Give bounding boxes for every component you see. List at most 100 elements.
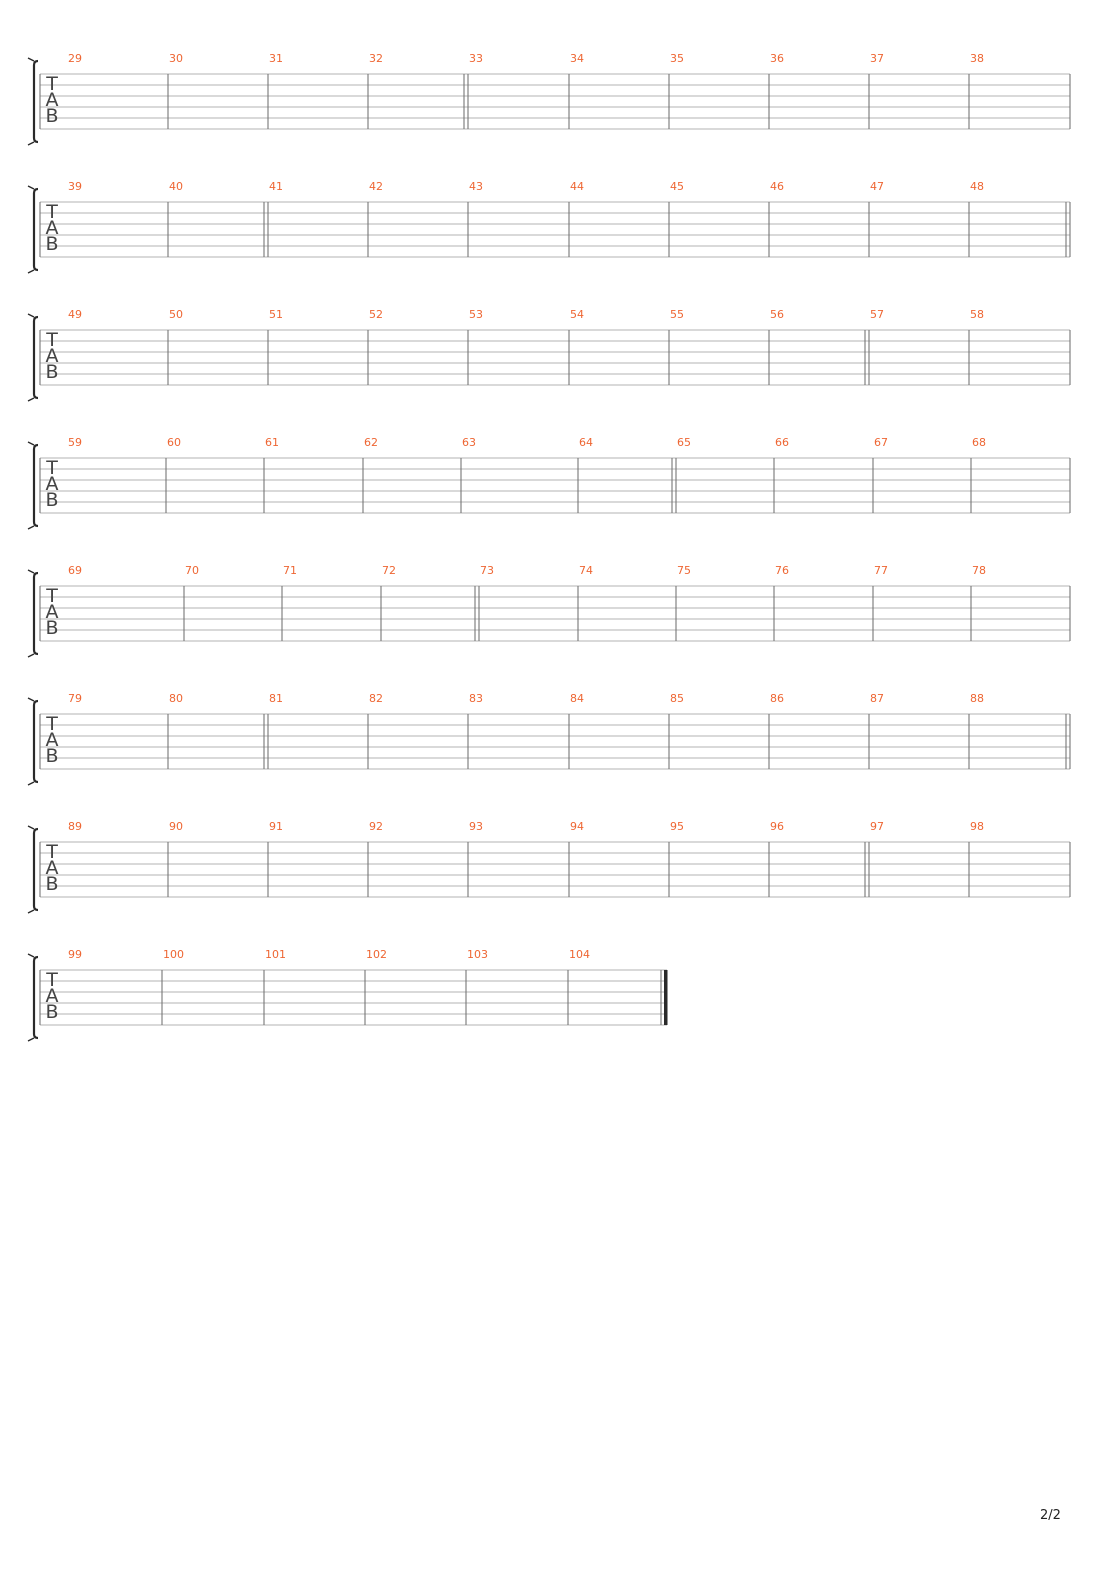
bracket-hook <box>27 653 35 658</box>
tab-clef-letter: B <box>45 233 58 255</box>
measure-number: 54 <box>570 308 584 321</box>
system-bracket <box>32 187 39 272</box>
measure-number: 91 <box>269 820 283 833</box>
measure-number: 55 <box>670 308 684 321</box>
measure-number: 35 <box>670 52 684 65</box>
bracket-hook <box>27 313 35 318</box>
measure-number: 60 <box>167 436 181 449</box>
measure-number: 34 <box>570 52 584 65</box>
tab-clef-letter: A <box>46 857 59 879</box>
tab-clef-letter: B <box>45 1001 58 1023</box>
measure-number: 57 <box>870 308 884 321</box>
tab-clef-letter: A <box>46 473 59 495</box>
measure-number: 61 <box>265 436 279 449</box>
measure-number: 89 <box>68 820 82 833</box>
measure-number: 77 <box>874 564 888 577</box>
measure-number: 83 <box>469 692 483 705</box>
system-bracket <box>32 827 39 912</box>
measure-number: 86 <box>770 692 784 705</box>
measure-number: 30 <box>169 52 183 65</box>
measure-number: 103 <box>467 948 488 961</box>
measure-number: 90 <box>169 820 183 833</box>
tab-clef-letter: T <box>45 73 58 95</box>
bracket-hook <box>27 569 35 574</box>
measure-number: 75 <box>677 564 691 577</box>
measure-number: 64 <box>579 436 593 449</box>
final-barline-thick <box>664 970 668 1025</box>
measure-number: 42 <box>369 180 383 193</box>
measure-number: 76 <box>775 564 789 577</box>
page-number: 2/2 <box>1040 1508 1061 1523</box>
measure-number: 80 <box>169 692 183 705</box>
system-bracket <box>32 443 39 528</box>
bracket-hook <box>27 825 35 830</box>
bracket-hook <box>27 269 35 274</box>
measure-number: 95 <box>670 820 684 833</box>
measure-number: 45 <box>670 180 684 193</box>
measure-number: 47 <box>870 180 884 193</box>
system-bracket <box>32 955 39 1040</box>
measure-number: 70 <box>185 564 199 577</box>
measure-number: 101 <box>265 948 286 961</box>
bracket-hook <box>27 953 35 958</box>
measure-number: 49 <box>68 308 82 321</box>
measure-number: 46 <box>770 180 784 193</box>
tab-clef-letter: A <box>46 89 59 111</box>
measure-number: 96 <box>770 820 784 833</box>
system-bracket <box>32 699 39 784</box>
measure-number: 50 <box>169 308 183 321</box>
bracket-hook <box>27 697 35 702</box>
measure-number: 63 <box>462 436 476 449</box>
measure-number: 79 <box>68 692 82 705</box>
measure-number: 31 <box>269 52 283 65</box>
measure-number: 41 <box>269 180 283 193</box>
tab-clef-letter: B <box>45 873 58 895</box>
measure-number: 84 <box>570 692 584 705</box>
measure-number: 52 <box>369 308 383 321</box>
measure-number: 85 <box>670 692 684 705</box>
tab-clef-letter: A <box>46 345 59 367</box>
tab-clef-letter: B <box>45 745 58 767</box>
measure-number: 32 <box>369 52 383 65</box>
bracket-hook <box>27 525 35 530</box>
measure-number: 81 <box>269 692 283 705</box>
system-bracket <box>32 59 39 144</box>
measure-number: 94 <box>570 820 584 833</box>
measure-number: 36 <box>770 52 784 65</box>
measure-number: 53 <box>469 308 483 321</box>
tab-clef-letter: T <box>45 329 58 351</box>
tab-clef-letter: A <box>46 217 59 239</box>
measure-number: 48 <box>970 180 984 193</box>
measure-number: 72 <box>382 564 396 577</box>
bracket-hook <box>27 781 35 786</box>
measure-number: 87 <box>870 692 884 705</box>
bracket-hook <box>27 57 35 62</box>
measure-number: 62 <box>364 436 378 449</box>
measure-number: 104 <box>569 948 590 961</box>
measure-number: 56 <box>770 308 784 321</box>
bracket-hook <box>27 909 35 914</box>
measure-number: 97 <box>870 820 884 833</box>
measure-number: 33 <box>469 52 483 65</box>
measure-number: 66 <box>775 436 789 449</box>
tab-clef-letter: B <box>45 105 58 127</box>
tab-clef-letter: A <box>46 601 59 623</box>
tab-clef-letter: T <box>45 585 58 607</box>
bracket-hook <box>27 185 35 190</box>
system-bracket <box>32 315 39 400</box>
measure-number: 39 <box>68 180 82 193</box>
measure-number: 43 <box>469 180 483 193</box>
tab-clef-letter: T <box>45 969 58 991</box>
measure-number: 82 <box>369 692 383 705</box>
measure-number: 44 <box>570 180 584 193</box>
tab-clef-letter: T <box>45 713 58 735</box>
tab-clef-letter: B <box>45 489 58 511</box>
bracket-hook <box>27 441 35 446</box>
measure-number: 71 <box>283 564 297 577</box>
measure-number: 99 <box>68 948 82 961</box>
tab-clef-letter: T <box>45 201 58 223</box>
measure-number: 102 <box>366 948 387 961</box>
tab-clef-letter: B <box>45 617 58 639</box>
bracket-hook <box>27 141 35 146</box>
